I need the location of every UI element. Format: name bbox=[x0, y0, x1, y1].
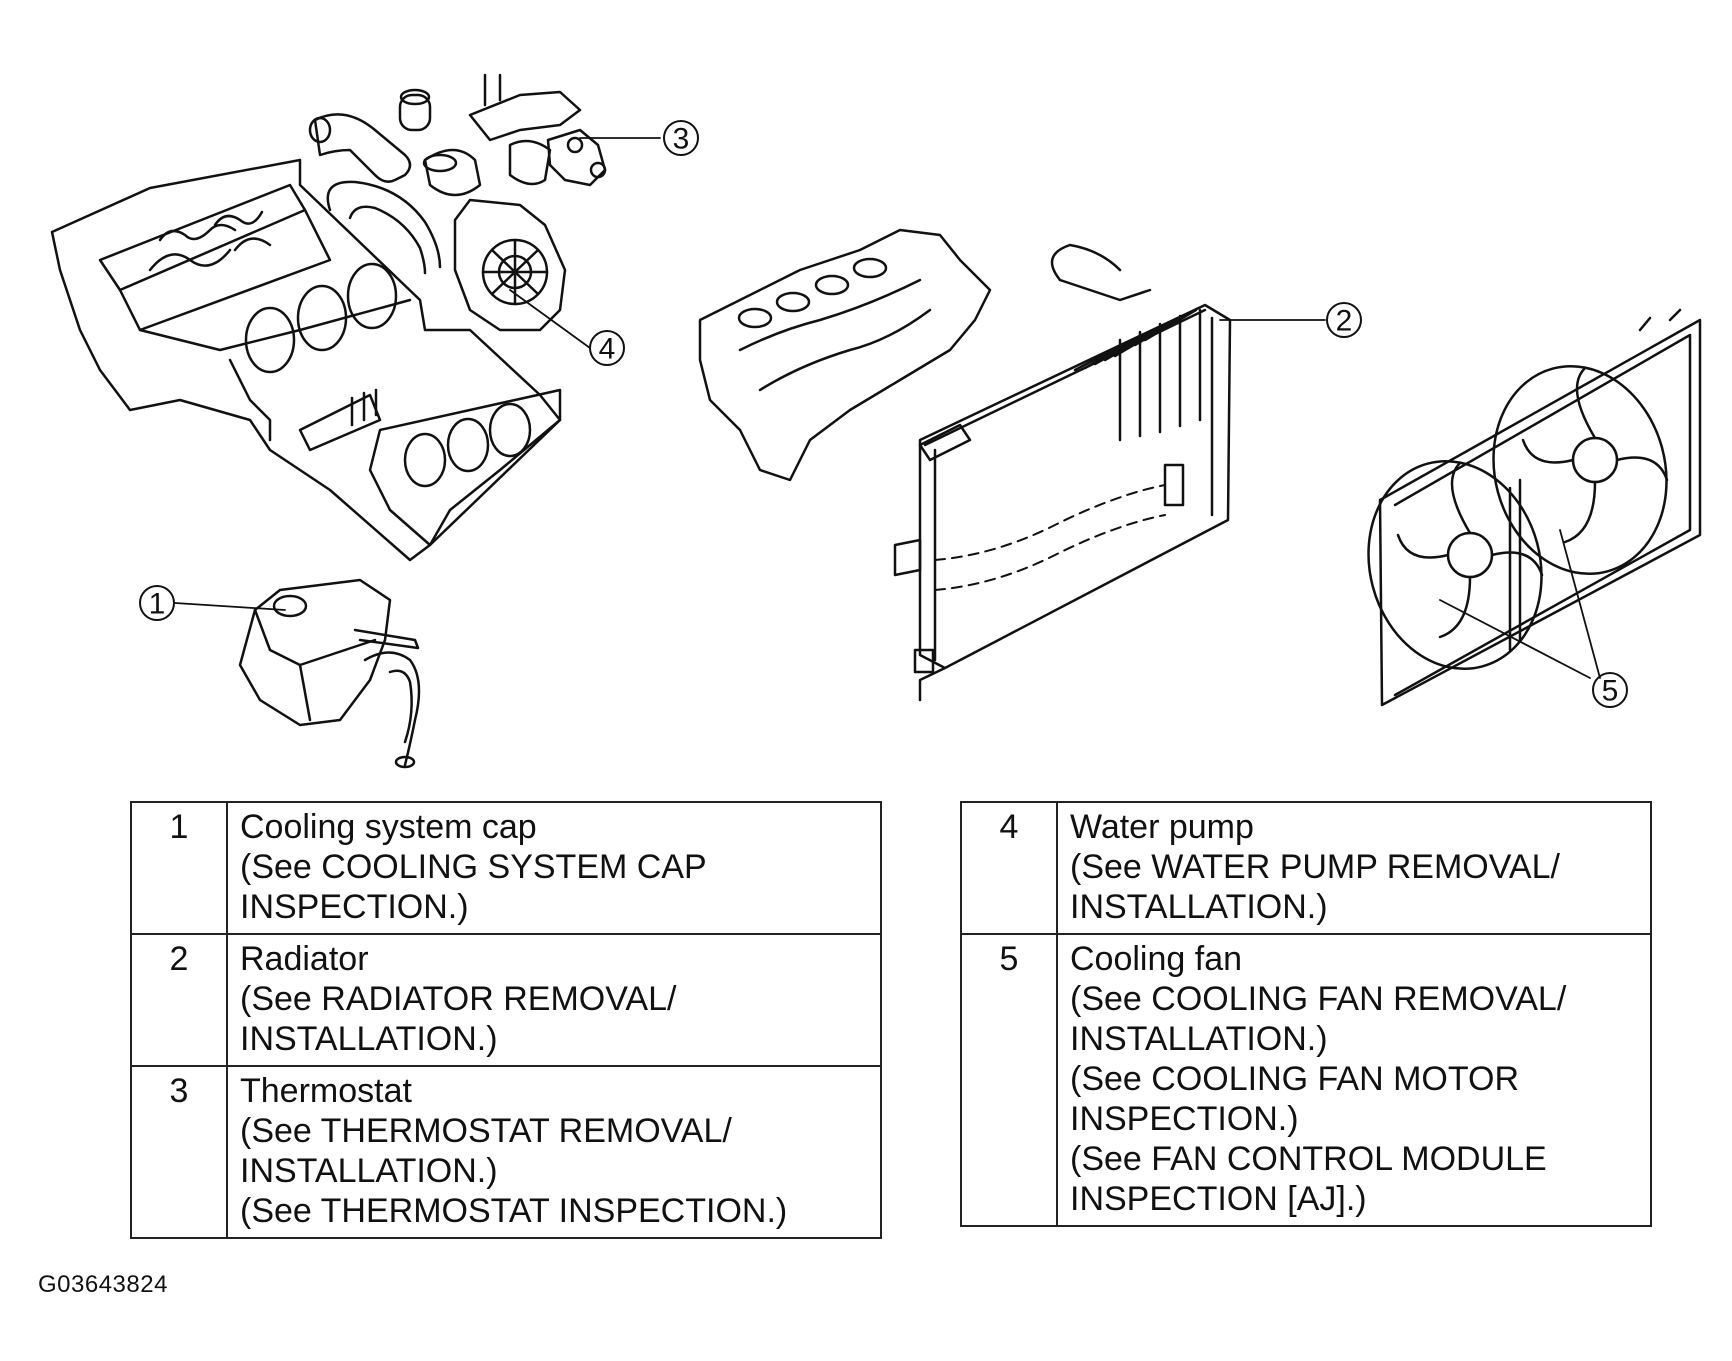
legend-line: INSPECTION.) bbox=[240, 888, 469, 926]
legend-line: Radiator bbox=[240, 940, 369, 978]
callout-circles bbox=[139, 120, 1628, 708]
intake-manifold-drawing bbox=[698, 228, 992, 482]
legend-description: Radiator (See RADIATOR REMOVAL/ INSTALLA… bbox=[226, 933, 882, 1067]
legend-description: Cooling fan (See COOLING FAN REMOVAL/ IN… bbox=[1056, 933, 1652, 1227]
legend-description: Thermostat (See THERMOSTAT REMOVAL/ INST… bbox=[226, 1065, 882, 1239]
callout-1: 1 bbox=[149, 588, 166, 621]
legend-row: 3 Thermostat (See THERMOSTAT REMOVAL/ IN… bbox=[130, 1065, 882, 1239]
coolant-reservoir-drawing bbox=[238, 578, 421, 769]
pipe-fittings-drawing bbox=[308, 73, 582, 197]
callout-4: 4 bbox=[599, 333, 616, 366]
legend-line: (See COOLING SYSTEM CAP bbox=[240, 848, 707, 886]
legend-line: Thermostat bbox=[240, 1072, 412, 1110]
legend-line: (See COOLING FAN MOTOR bbox=[1070, 1060, 1520, 1098]
legend-line: INSPECTION.) bbox=[1070, 1100, 1299, 1138]
legend-table-left: 1 Cooling system cap (See COOLING SYSTEM… bbox=[130, 801, 882, 1239]
legend-line: INSTALLATION.) bbox=[240, 1152, 498, 1190]
legend-line: (See COOLING FAN REMOVAL/ bbox=[1070, 980, 1567, 1018]
legend-description: Cooling system cap (See COOLING SYSTEM C… bbox=[226, 801, 882, 935]
legend-line: INSPECTION [AJ].) bbox=[1070, 1180, 1367, 1218]
callout-2: 2 bbox=[1336, 305, 1353, 338]
legend-number: 5 bbox=[960, 933, 1058, 1227]
legend-line: INSTALLATION.) bbox=[1070, 888, 1328, 926]
callout-5: 5 bbox=[1602, 675, 1619, 708]
legend-number: 3 bbox=[130, 1065, 228, 1239]
legend-number: 1 bbox=[130, 801, 228, 935]
legend-number: 2 bbox=[130, 933, 228, 1067]
upper-hose-drawing bbox=[326, 180, 442, 275]
legend-description: Water pump (See WATER PUMP REMOVAL/ INST… bbox=[1056, 801, 1652, 935]
legend-number: 4 bbox=[960, 801, 1058, 935]
legend-line: (See RADIATOR REMOVAL/ bbox=[240, 980, 677, 1018]
legend-line: Water pump bbox=[1070, 808, 1254, 846]
legend-line: (See FAN CONTROL MODULE bbox=[1070, 1140, 1547, 1178]
figure-id: G03643824 bbox=[38, 1271, 168, 1298]
legend-line: INSTALLATION.) bbox=[1070, 1020, 1328, 1058]
cooling-fan-drawing bbox=[1367, 308, 1702, 707]
radiator-drawing bbox=[893, 243, 1232, 702]
legend-line: Cooling system cap bbox=[240, 808, 537, 846]
legend-line: (See WATER PUMP REMOVAL/ bbox=[1070, 848, 1560, 886]
legend-row: 4 Water pump (See WATER PUMP REMOVAL/ IN… bbox=[960, 801, 1652, 935]
legend-line: INSTALLATION.) bbox=[240, 1020, 498, 1058]
water-pump-drawing bbox=[453, 198, 567, 332]
leader-lines bbox=[174, 137, 1601, 679]
engine-block-drawing bbox=[50, 158, 562, 562]
radiator-hidden-lines bbox=[934, 484, 1166, 591]
thermostat-drawing bbox=[546, 128, 607, 187]
legend-line: Cooling fan bbox=[1070, 940, 1243, 978]
legend-row: 5 Cooling fan (See COOLING FAN REMOVAL/ … bbox=[960, 933, 1652, 1227]
legend-table-right: 4 Water pump (See WATER PUMP REMOVAL/ IN… bbox=[960, 801, 1652, 1227]
legend-line: (See THERMOSTAT INSPECTION.) bbox=[240, 1192, 788, 1230]
legend-line: (See THERMOSTAT REMOVAL/ bbox=[240, 1112, 732, 1150]
cooling-system-diagram: 1 2 3 4 5 bbox=[50, 73, 1702, 769]
callout-3: 3 bbox=[673, 123, 690, 156]
legend-row: 2 Radiator (See RADIATOR REMOVAL/ INSTAL… bbox=[130, 933, 882, 1067]
legend-row: 1 Cooling system cap (See COOLING SYSTEM… bbox=[130, 801, 882, 935]
